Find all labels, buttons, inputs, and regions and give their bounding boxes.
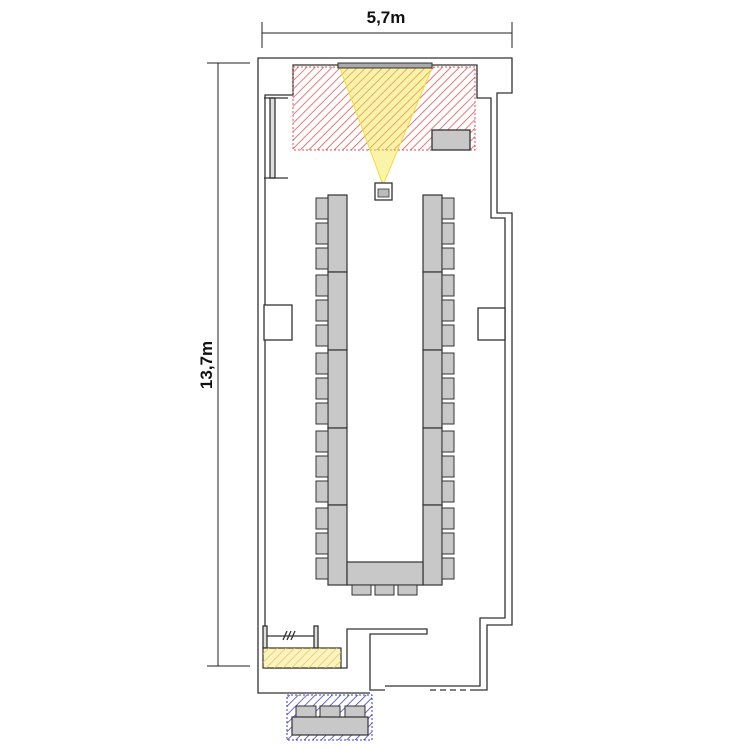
table-left (327, 271, 348, 351)
chair-right (441, 430, 455, 453)
table-left (327, 427, 348, 506)
chair-right (441, 455, 455, 478)
u-shape-tables (327, 194, 443, 586)
whiteboard (264, 97, 288, 179)
chair-right (441, 507, 455, 530)
width-label: 5,7m (367, 8, 406, 27)
table-right (422, 271, 443, 351)
chair-right (441, 274, 455, 297)
chair-right (441, 324, 455, 347)
chair-left (315, 197, 329, 220)
chair-head (351, 584, 372, 596)
buffet-hatch (263, 648, 341, 668)
chair-left (315, 455, 329, 478)
chair-left (315, 222, 329, 245)
pillars (263, 304, 506, 341)
chair-right (441, 557, 455, 580)
chair-head (397, 584, 418, 596)
chair-left (315, 324, 329, 347)
chair-left (315, 299, 329, 322)
chair-right (441, 352, 455, 375)
pillar-left (263, 304, 293, 341)
chair-left (315, 274, 329, 297)
chair-left (315, 430, 329, 453)
chair-left (315, 532, 329, 555)
length-dimension (207, 62, 250, 667)
chair-head (374, 584, 395, 596)
chair-left (315, 480, 329, 503)
projection-screen (337, 62, 433, 69)
chair-right (441, 402, 455, 425)
table-right (422, 427, 443, 506)
table-left (327, 504, 348, 586)
chair-right (441, 377, 455, 400)
chair-left (315, 507, 329, 530)
lectern (431, 129, 471, 151)
chair-right (441, 222, 455, 245)
table-left (327, 194, 348, 273)
panel-table (291, 716, 369, 736)
pillar-right (477, 307, 506, 341)
chair-right (441, 532, 455, 555)
table-left (327, 349, 348, 429)
length-label: 13,7m (197, 341, 216, 389)
chair-left (315, 377, 329, 400)
chair-right (441, 480, 455, 503)
chair-left (315, 352, 329, 375)
table-right (422, 504, 443, 586)
chair-right (441, 197, 455, 220)
chair-right (441, 299, 455, 322)
projector-icon (374, 182, 393, 201)
table-right (422, 194, 443, 273)
chair-left (315, 247, 329, 270)
chair-left (315, 402, 329, 425)
table-head (346, 561, 424, 586)
table-right (422, 349, 443, 429)
chairs (315, 197, 455, 596)
width-dimension (261, 22, 513, 48)
coat-rack (262, 625, 319, 649)
panel-chairs (295, 705, 366, 718)
chair-left (315, 557, 329, 580)
chair-right (441, 247, 455, 270)
